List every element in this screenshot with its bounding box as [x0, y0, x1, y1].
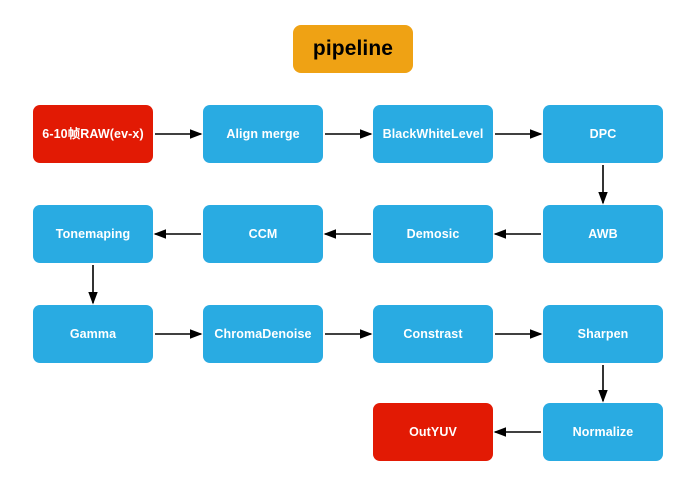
flowchart-node-align_merge[interactable]: Align merge — [203, 105, 323, 163]
flowchart-node-tonemaping[interactable]: Tonemaping — [33, 205, 153, 263]
flowchart-node-raw_input[interactable]: 6-10帧RAW(ev-x) — [33, 105, 153, 163]
node-label-outyuv: OutYUV — [409, 424, 457, 439]
node-label-blackwhitelevel: BlackWhiteLevel — [382, 126, 484, 141]
node-label-demosic: Demosic — [406, 226, 460, 241]
flowchart-node-chromadenoise[interactable]: ChromaDenoise — [203, 305, 323, 363]
flowchart-node-sharpen[interactable]: Sharpen — [543, 305, 663, 363]
node-label-gamma: Gamma — [69, 326, 117, 341]
node-label-ccm: CCM — [248, 226, 278, 241]
node-label-raw_input: 6-10帧RAW(ev-x) — [42, 126, 144, 141]
connector-group — [88, 129, 608, 437]
flowchart-node-ccm[interactable]: CCM — [203, 205, 323, 263]
node-label-align_merge: Align merge — [226, 126, 300, 141]
flowchart-node-constrast[interactable]: Constrast — [373, 305, 493, 363]
node-label-dpc: DPC — [589, 126, 617, 141]
diagram-title-title[interactable]: pipeline — [293, 25, 413, 73]
node-label-sharpen: Sharpen — [577, 326, 629, 341]
node-label-constrast: Constrast — [403, 326, 463, 341]
node-label-title: pipeline — [312, 36, 394, 60]
flowchart-node-outyuv[interactable]: OutYUV — [373, 403, 493, 461]
flowchart-node-awb[interactable]: AWB — [543, 205, 663, 263]
node-label-normalize: Normalize — [572, 424, 634, 439]
flowchart-node-normalize[interactable]: Normalize — [543, 403, 663, 461]
node-label-awb: AWB — [588, 226, 618, 241]
flowchart-node-blackwhitelevel[interactable]: BlackWhiteLevel — [373, 105, 493, 163]
flowchart-node-gamma[interactable]: Gamma — [33, 305, 153, 363]
node-label-tonemaping: Tonemaping — [55, 226, 131, 241]
node-label-chromadenoise: ChromaDenoise — [214, 326, 312, 341]
flowchart-node-dpc[interactable]: DPC — [543, 105, 663, 163]
flowchart-node-demosic[interactable]: Demosic — [373, 205, 493, 263]
